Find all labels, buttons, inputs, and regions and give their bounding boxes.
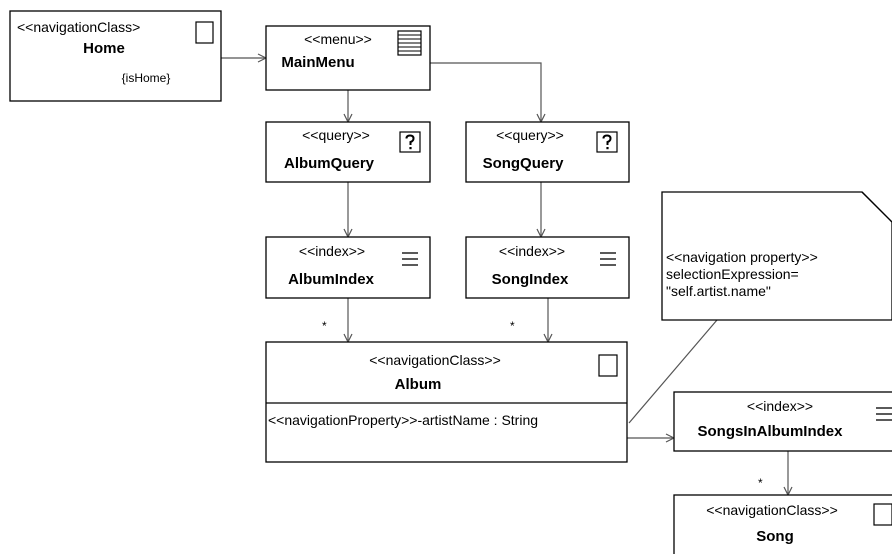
songquery-stereotype: <<query>> — [496, 127, 564, 143]
node-song[interactable]: <<navigationClass>> Song — [673, 494, 892, 554]
song-stereotype: <<navigationClass>> — [706, 502, 838, 518]
album-name: Album — [395, 376, 442, 393]
square-icon — [873, 503, 892, 526]
multiplicity-albumindex-album: * — [322, 319, 327, 333]
square-icon — [195, 21, 214, 44]
node-songindex[interactable]: <<index>> SongIndex — [465, 236, 630, 299]
list-icon — [876, 407, 892, 421]
albumindex-name: AlbumIndex — [288, 271, 374, 288]
note-line-2: selectionExpression= — [666, 266, 799, 282]
album-attribute: <<navigationProperty>>-artistName : Stri… — [268, 412, 538, 428]
square-icon — [598, 354, 618, 377]
node-home[interactable]: <<navigationClass> Home {isHome} — [9, 10, 222, 102]
songindex-stereotype: <<index>> — [499, 243, 565, 259]
mainmenu-stereotype: <<menu>> — [304, 31, 372, 47]
note-line-1: <<navigation property>> — [666, 249, 818, 265]
albumquery-stereotype: <<query>> — [302, 127, 370, 143]
edge-mainmenu-to-songquery[interactable] — [430, 62, 541, 122]
question-mark-icon — [596, 131, 618, 153]
mainmenu-name: MainMenu — [281, 54, 354, 71]
list-icon — [402, 252, 418, 266]
songsinalbumindex-stereotype: <<index>> — [747, 398, 813, 414]
home-constraint: {isHome} — [122, 71, 171, 85]
home-stereotype: <<navigationClass> — [17, 19, 140, 35]
node-songquery[interactable]: <<query>> SongQuery — [465, 121, 630, 183]
albumquery-name: AlbumQuery — [284, 155, 375, 172]
connectors — [221, 58, 788, 495]
question-mark-icon — [399, 131, 421, 153]
multiplicity-songindex-album: * — [510, 319, 515, 333]
albumindex-stereotype: <<index>> — [299, 243, 365, 259]
songindex-name: SongIndex — [492, 271, 569, 288]
home-name: Home — [83, 40, 125, 57]
note-anchor-line — [628, 319, 718, 424]
songquery-name: SongQuery — [483, 155, 565, 172]
songsinalbumindex-name: SongsInAlbumIndex — [697, 423, 843, 440]
node-albumquery[interactable]: <<query>> AlbumQuery — [265, 121, 431, 183]
note-navigation-property[interactable]: <<navigation property>> selectionExpress… — [661, 191, 892, 321]
node-albumindex[interactable]: <<index>> AlbumIndex — [265, 236, 431, 299]
node-songsinalbumindex[interactable]: <<index>> SongsInAlbumIndex — [673, 391, 892, 452]
node-mainmenu[interactable]: <<menu>> MainMenu — [265, 25, 431, 91]
node-album[interactable]: <<navigationClass>> Album <<navigationPr… — [265, 341, 628, 463]
list-icon — [600, 252, 616, 266]
song-name: Song — [756, 528, 794, 545]
menu-lines-icon — [397, 30, 422, 56]
album-stereotype: <<navigationClass>> — [369, 352, 501, 368]
note-line-3: "self.artist.name" — [666, 283, 771, 299]
multiplicity-songsinalbumindex-song: * — [758, 476, 763, 490]
